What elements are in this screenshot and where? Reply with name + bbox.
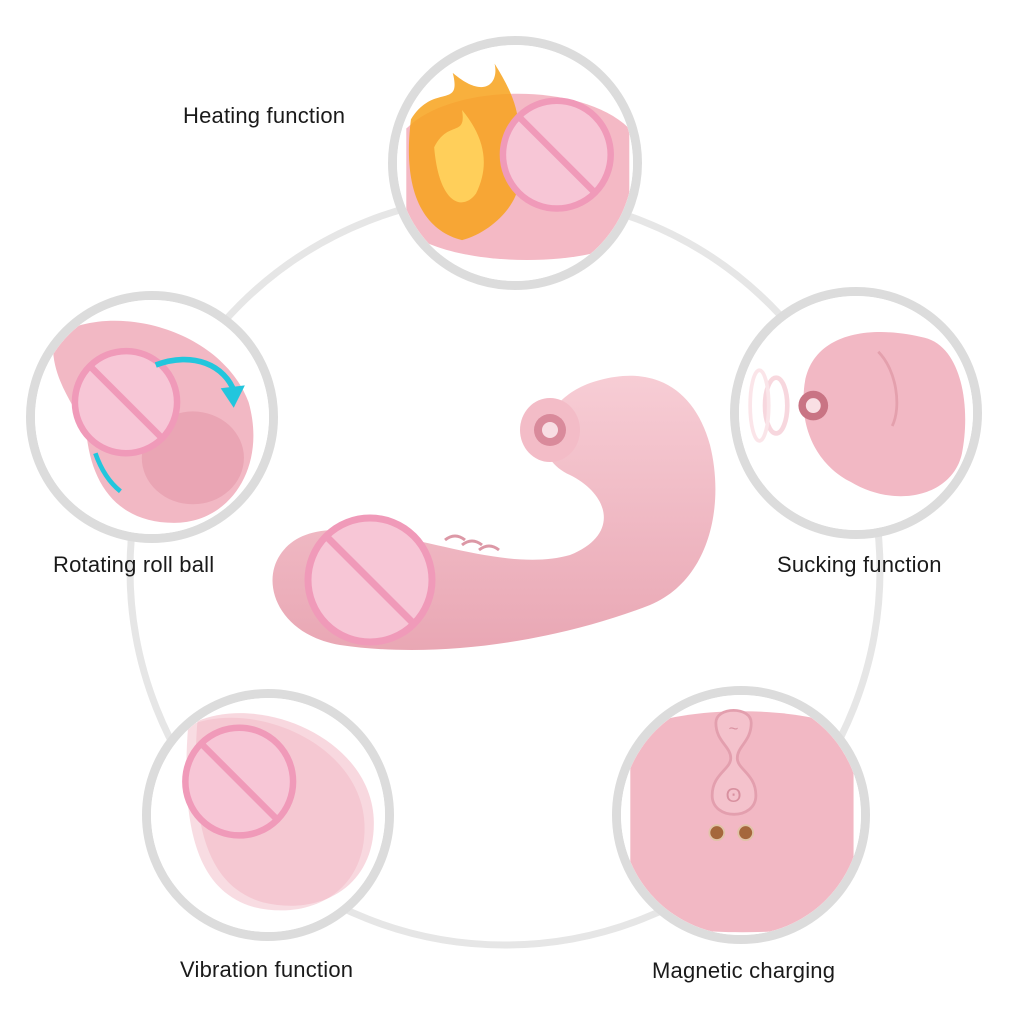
control-button-icon: ~ ʘ (710, 709, 758, 816)
flame-icon (408, 63, 519, 241)
rotate-arrow-icon (93, 356, 245, 494)
charging-bubble: ~ ʘ (612, 686, 870, 944)
sucking-bubble (730, 287, 982, 539)
svg-text:ʘ: ʘ (726, 784, 742, 807)
heating-label: Heating function (183, 103, 346, 128)
sucking-label: Sucking function (777, 552, 942, 577)
product-image (240, 355, 740, 675)
magnetic-contacts-icon (708, 824, 755, 842)
rotating-bubble (26, 291, 278, 543)
heating-bubble (388, 36, 642, 290)
suction-icon (748, 368, 790, 443)
charging-label: Magnetic charging (652, 958, 836, 983)
svg-text:~: ~ (729, 719, 739, 738)
vibration-bubble (142, 689, 394, 941)
vibration-label: Vibration function (180, 957, 354, 982)
rotating-label: Rotating roll ball (53, 552, 215, 577)
